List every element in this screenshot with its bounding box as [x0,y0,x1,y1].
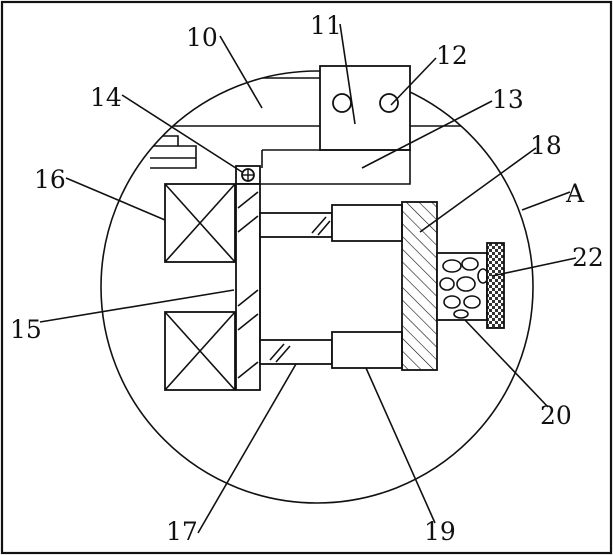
leader-lines [39,23,577,534]
label-19: 19 [424,517,456,546]
label-20: 20 [540,401,572,430]
hole-12 [379,93,399,113]
pad-20 [436,252,489,321]
detail-circle-a [100,70,534,504]
label-14: 14 [90,83,122,112]
label-12: 12 [436,41,468,70]
label-11: 11 [310,11,342,40]
label-22: 22 [572,243,604,272]
lower-rod-17 [259,339,333,365]
lower-cylinder-19 [331,331,403,369]
label-detail-a: A [565,179,585,208]
label-13: 13 [492,85,524,114]
coil-box-upper [164,183,236,263]
label-16: 16 [34,165,66,194]
label-18: 18 [530,131,562,160]
upper-rod [259,212,333,238]
coil-box-lower [164,311,236,391]
label-10: 10 [186,23,218,52]
hole-left [332,93,352,113]
arm-13 [246,149,411,185]
plate-15 [235,183,261,391]
plate-15-hatch [237,191,259,379]
plate-18 [401,201,438,371]
strip-22 [486,242,505,329]
upper-cylinder [331,204,403,242]
label-15: 15 [10,315,42,344]
label-17: 17 [166,517,198,546]
